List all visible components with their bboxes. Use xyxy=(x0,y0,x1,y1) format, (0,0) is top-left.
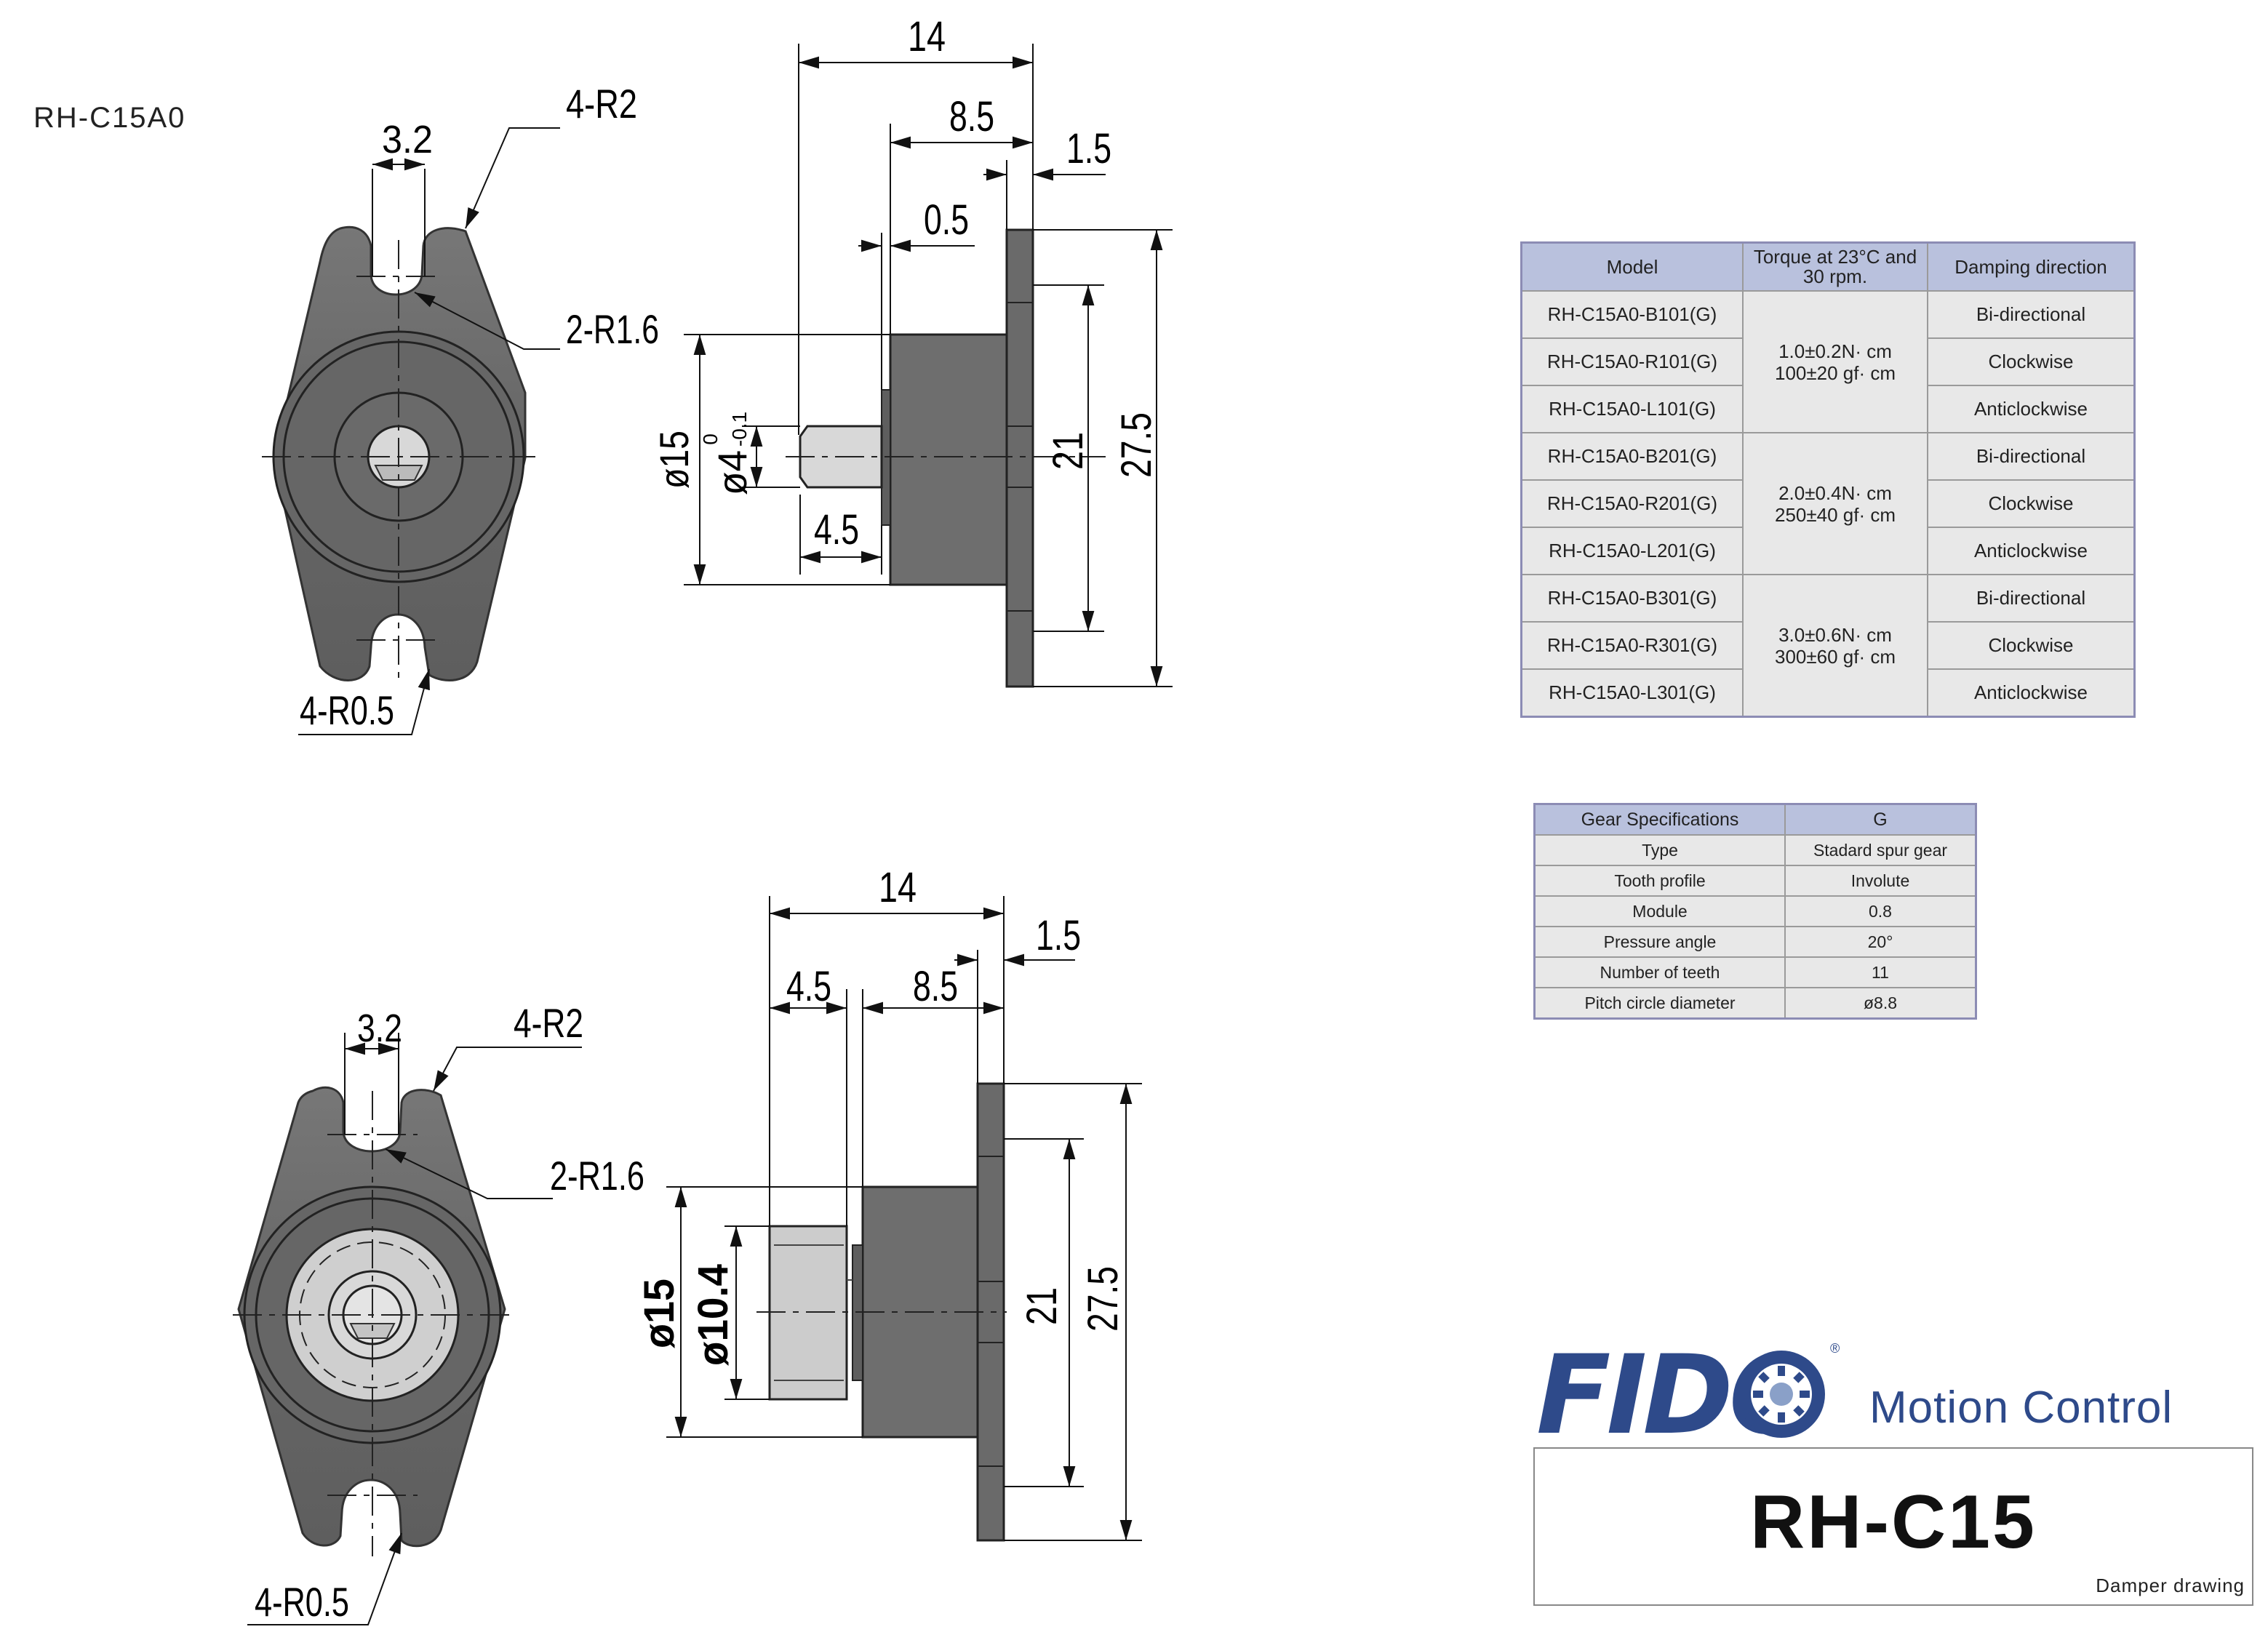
model-label: RH-C15A0 xyxy=(33,102,186,134)
top-side-dim-27-5: 27.5 xyxy=(1113,412,1160,478)
bottom-front-dim-4-r2: 4-R2 xyxy=(514,1000,583,1046)
drawing-subtitle: Damper drawing xyxy=(2096,1575,2245,1596)
spec-name: Number of teeth xyxy=(1533,956,1786,988)
model-cell: RH-C15A0-R101(G) xyxy=(1520,337,1744,386)
header-torque: Torque at 23°C and 30 rpm. xyxy=(1742,241,1928,292)
spec-name: Module xyxy=(1533,895,1786,927)
spec-name: Tooth profile xyxy=(1533,865,1786,897)
direction-cell: Anticlockwise xyxy=(1927,527,2136,575)
bottom-side-dim-4-5: 4.5 xyxy=(786,963,831,1010)
top-front-dim-4-r0-5: 4-R0.5 xyxy=(300,687,394,733)
spec-name: Type xyxy=(1533,834,1786,866)
model-cell: RH-C15A0-R201(G) xyxy=(1520,479,1744,528)
spec-value: ø8.8 xyxy=(1784,987,1977,1020)
direction-cell: Clockwise xyxy=(1927,479,2136,528)
title-block: RH-C15 Damper drawing xyxy=(1533,1447,2253,1606)
top-side-dim-8-5: 8.5 xyxy=(949,93,994,140)
model-cell: RH-C15A0-L301(G) xyxy=(1520,668,1744,718)
direction-cell: Bi-directional xyxy=(1927,290,2136,339)
model-cell: RH-C15A0-R301(G) xyxy=(1520,621,1744,670)
table-row: RH-C15A0-L201(G) Anticlockwise xyxy=(1520,527,2136,575)
drawing-title: RH-C15 xyxy=(1750,1480,2037,1564)
table-row: RH-C15A0-L301(G) Anticlockwise xyxy=(1520,668,2136,718)
top-front-dim-4-r2: 4-R2 xyxy=(566,81,637,127)
top-front-dim-3-2: 3.2 xyxy=(382,118,433,161)
top-shaft-flat xyxy=(374,465,423,481)
header-gear-spec: Gear Specifications xyxy=(1533,803,1786,836)
spec-value: 0.8 xyxy=(1784,895,1977,927)
model-cell: RH-C15A0-L101(G) xyxy=(1520,385,1744,433)
top-side-housing xyxy=(889,333,1008,586)
top-side-flange xyxy=(1005,228,1034,688)
bottom-front-view: 3.2 4-R2 2-R1.6 4-R0.5 xyxy=(233,1000,644,1625)
top-front-dim-2-r1-6: 2-R1.6 xyxy=(566,306,659,352)
direction-cell: Bi-directional xyxy=(1927,574,2136,623)
header-damping: Damping direction xyxy=(1927,241,2136,292)
top-side-dim-21: 21 xyxy=(1045,432,1092,470)
direction-cell: Clockwise xyxy=(1927,621,2136,670)
spec-name: Pressure angle xyxy=(1533,926,1786,958)
bottom-side-dim-phi-10-4: ø10.4 xyxy=(690,1264,737,1366)
brand-tagline: Motion Control xyxy=(1869,1383,2173,1433)
direction-cell: Clockwise xyxy=(1927,337,2136,386)
top-side-dim-phi-4: ø4 xyxy=(709,450,755,495)
bottom-side-dim-phi-15: ø15 xyxy=(636,1279,683,1348)
table-row: RH-C15A0-R201(G) Clockwise xyxy=(1520,479,2136,528)
spec-value: 11 xyxy=(1784,956,1977,988)
bottom-side-view: 14 1.5 4.5 8.5 ø15 ø10.4 21 27.5 xyxy=(636,864,1142,1542)
spec-value: 20° xyxy=(1784,926,1977,958)
model-cell: RH-C15A0-B301(G) xyxy=(1520,574,1744,623)
top-side-dim-0-5: 0.5 xyxy=(924,196,969,244)
top-side-tol-lower: -0.1 xyxy=(728,412,751,447)
direction-cell: Anticlockwise xyxy=(1927,668,2136,718)
spec-value: Stadard spur gear xyxy=(1784,834,1977,866)
brand-block: FIDO ® Motion Control xyxy=(1533,1338,2261,1450)
spec-name: Pitch circle diameter xyxy=(1533,987,1786,1020)
spec-value: Involute xyxy=(1784,865,1977,897)
table-row: RH-C15A0-R101(G) Clockwise xyxy=(1520,337,2136,386)
gear-logo-icon xyxy=(1738,1351,1825,1438)
direction-cell: Anticlockwise xyxy=(1927,385,2136,433)
bottom-side-dim-27-5: 27.5 xyxy=(1079,1266,1127,1332)
top-side-dim-4-5: 4.5 xyxy=(814,506,859,553)
header-model: Model xyxy=(1520,241,1744,292)
bottom-side-dim-1-5: 1.5 xyxy=(1036,912,1081,959)
top-side-tol-upper: 0 xyxy=(699,433,722,445)
model-cell: RH-C15A0-B101(G) xyxy=(1520,290,1744,339)
table-row: RH-C15A0-R301(G) Clockwise xyxy=(1520,621,2136,670)
header-gear-g: G xyxy=(1784,803,1977,836)
bottom-side-dim-14: 14 xyxy=(879,864,917,911)
registered-mark: ® xyxy=(1830,1341,1840,1356)
top-side-dim-phi-15: ø15 xyxy=(651,431,697,489)
bottom-front-dim-3-2: 3.2 xyxy=(357,1007,402,1050)
bottom-side-dim-21: 21 xyxy=(1018,1287,1066,1325)
top-side-view: 14 8.5 1.5 0.5 ø15 ø4 0 -0.1 4.5 21 27.5 xyxy=(651,13,1173,688)
bottom-front-dim-2-r1-6: 2-R1.6 xyxy=(550,1153,644,1199)
model-cell: RH-C15A0-B201(G) xyxy=(1520,432,1744,481)
bottom-front-dim-4-r0-5: 4-R0.5 xyxy=(255,1579,349,1625)
model-table: Model Torque at 23°C and 30 rpm. Damping… xyxy=(1520,241,2136,718)
bottom-side-dim-8-5: 8.5 xyxy=(913,963,958,1010)
top-side-dim-1-5: 1.5 xyxy=(1066,125,1111,172)
table-row: RH-C15A0-L101(G) Anticlockwise xyxy=(1520,385,2136,433)
model-cell: RH-C15A0-L201(G) xyxy=(1520,527,1744,575)
direction-cell: Bi-directional xyxy=(1927,432,2136,481)
top-front-view: 3.2 4-R2 2-R1.6 4-R0.5 xyxy=(262,81,659,735)
top-side-dim-14: 14 xyxy=(908,13,946,60)
